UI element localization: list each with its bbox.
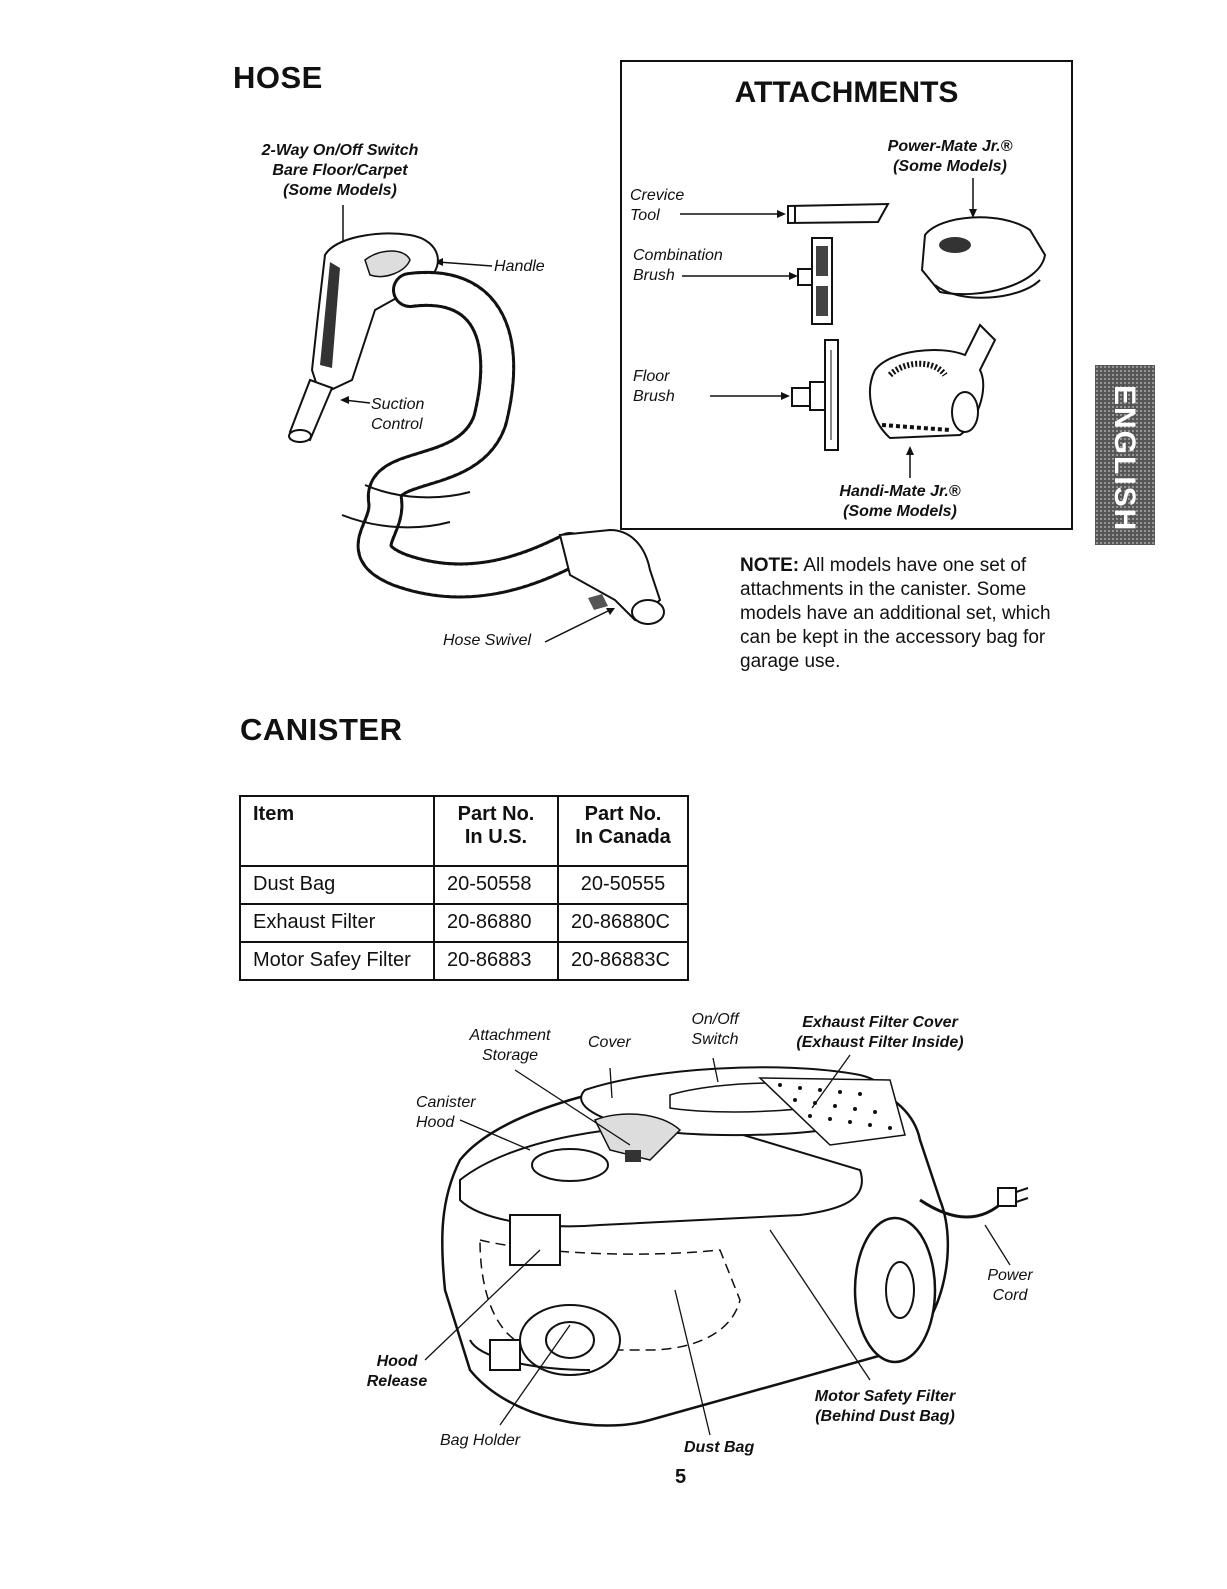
table-cell: Motor Safey Filter bbox=[239, 941, 435, 981]
exhaust-cover-callout: Exhaust Filter Cover (Exhaust Filter Ins… bbox=[780, 1013, 980, 1053]
powermate-callout: Power-Mate Jr.® (Some Models) bbox=[880, 137, 1020, 177]
power-cord-callout: Power Cord bbox=[980, 1266, 1040, 1306]
exhaust-cover-line1: Exhaust Filter Cover bbox=[802, 1014, 958, 1031]
floor-callout-line2: Brush bbox=[633, 388, 675, 405]
table-header-text: Part No. bbox=[584, 803, 662, 825]
suction-callout-line2: Control bbox=[371, 416, 423, 433]
motor-filter-line1: Motor Safety Filter bbox=[814, 1388, 956, 1405]
table-header-text: Item bbox=[253, 803, 295, 825]
powermate-callout-line2: (Some Models) bbox=[893, 158, 1007, 175]
hose-heading: HOSE bbox=[233, 60, 323, 95]
table-header-text: In Canada bbox=[575, 826, 671, 848]
attachment-storage-line1: Attachment bbox=[469, 1027, 551, 1044]
floor-callout: Floor Brush bbox=[633, 367, 675, 407]
suction-callout: Suction Control bbox=[371, 395, 424, 435]
table-cell: 20-50555 bbox=[557, 865, 689, 905]
combination-callout-line1: Combination bbox=[633, 247, 723, 264]
table-cell: 20-86883C bbox=[557, 941, 689, 981]
table-header-text: In U.S. bbox=[464, 826, 528, 848]
handimate-callout: Handi-Mate Jr.® (Some Models) bbox=[830, 482, 970, 522]
table-cell: Dust Bag bbox=[239, 865, 435, 905]
swivel-callout: Hose Swivel bbox=[443, 632, 532, 649]
table-cell: 20-50558 bbox=[433, 865, 559, 905]
onoff-line2: Switch bbox=[691, 1031, 739, 1048]
combination-callout: Combination Brush bbox=[633, 246, 723, 286]
handimate-callout-line2: (Some Models) bbox=[843, 503, 957, 520]
onoff-callout: On/Off Switch bbox=[680, 1010, 750, 1050]
canister-hood-line1: Canister bbox=[416, 1094, 476, 1111]
switch-callout-line3: (Some Models) bbox=[283, 182, 397, 199]
switch-callout-line2: Bare Floor/Carpet bbox=[272, 162, 408, 179]
attachment-storage-callout: Attachment Storage bbox=[445, 1026, 575, 1066]
table-header-item: Item bbox=[239, 795, 435, 867]
canister-hood-line2: Hood bbox=[416, 1114, 455, 1131]
language-tab-label: ENGLISH bbox=[1108, 385, 1141, 533]
floor-callout-line1: Floor bbox=[633, 368, 670, 385]
table-header-us: Part No. In U.S. bbox=[433, 795, 559, 867]
table-row: Motor Safey Filter 20-86883 20-86883C bbox=[239, 941, 689, 981]
table-header-row: Item Part No. In U.S. Part No. In Canada bbox=[239, 795, 689, 867]
parts-table: Item Part No. In U.S. Part No. In Canada… bbox=[239, 795, 689, 981]
canister-illustration bbox=[420, 1050, 1040, 1450]
onoff-line1: On/Off bbox=[691, 1011, 739, 1028]
combination-callout-line2: Brush bbox=[633, 267, 675, 284]
powermate-callout-line1: Power-Mate Jr.® bbox=[887, 138, 1013, 155]
bag-holder-callout: Bag Holder bbox=[440, 1432, 521, 1449]
language-tab: ENGLISH bbox=[1095, 365, 1155, 545]
attachment-storage-line2: Storage bbox=[481, 1047, 539, 1064]
motor-filter-line2: (Behind Dust Bag) bbox=[815, 1408, 955, 1425]
crevice-callout: Crevice Tool bbox=[630, 186, 684, 226]
table-header-text: Part No. bbox=[457, 803, 535, 825]
note-lead: NOTE: bbox=[740, 555, 800, 576]
cover-callout: Cover bbox=[588, 1034, 631, 1051]
handle-callout: Handle bbox=[494, 258, 545, 275]
suction-callout-line1: Suction bbox=[371, 396, 425, 413]
table-cell: 20-86880 bbox=[433, 903, 559, 943]
hood-release-callout: Hood Release bbox=[362, 1352, 432, 1392]
table-cell: Exhaust Filter bbox=[239, 903, 435, 943]
hose-illustration bbox=[270, 200, 690, 660]
attachments-illustration bbox=[620, 60, 1073, 530]
table-row: Exhaust Filter 20-86880 20-86880C bbox=[239, 903, 689, 943]
motor-filter-callout: Motor Safety Filter (Behind Dust Bag) bbox=[800, 1387, 970, 1427]
dust-bag-callout: Dust Bag bbox=[684, 1439, 755, 1456]
switch-callout: 2-Way On/Off Switch Bare Floor/Carpet (S… bbox=[240, 141, 440, 201]
note-text: All models have one set of attachments i… bbox=[740, 555, 1051, 672]
note-paragraph: NOTE: All models have one set of attachm… bbox=[740, 554, 1070, 674]
table-cell: 20-86883 bbox=[433, 941, 559, 981]
canister-hood-callout: Canister Hood bbox=[416, 1093, 476, 1133]
power-cord-line1: Power bbox=[987, 1267, 1033, 1284]
hood-release-line2: Release bbox=[366, 1373, 428, 1390]
table-header-canada: Part No. In Canada bbox=[557, 795, 689, 867]
hood-release-line1: Hood bbox=[376, 1353, 418, 1370]
switch-callout-line1: 2-Way On/Off Switch bbox=[261, 142, 419, 159]
table-row: Dust Bag 20-50558 20-50555 bbox=[239, 865, 689, 905]
attachments-heading: ATTACHMENTS bbox=[734, 76, 959, 109]
crevice-callout-line1: Crevice bbox=[630, 187, 685, 204]
exhaust-cover-line2: (Exhaust Filter Inside) bbox=[796, 1034, 964, 1051]
handimate-callout-line1: Handi-Mate Jr.® bbox=[839, 483, 961, 500]
power-cord-line2: Cord bbox=[992, 1287, 1028, 1304]
canister-heading: CANISTER bbox=[240, 712, 403, 747]
attachments-box bbox=[620, 60, 1073, 530]
page-number: 5 bbox=[675, 1466, 687, 1488]
table-cell: 20-86880C bbox=[557, 903, 689, 943]
crevice-callout-line2: Tool bbox=[630, 207, 660, 224]
